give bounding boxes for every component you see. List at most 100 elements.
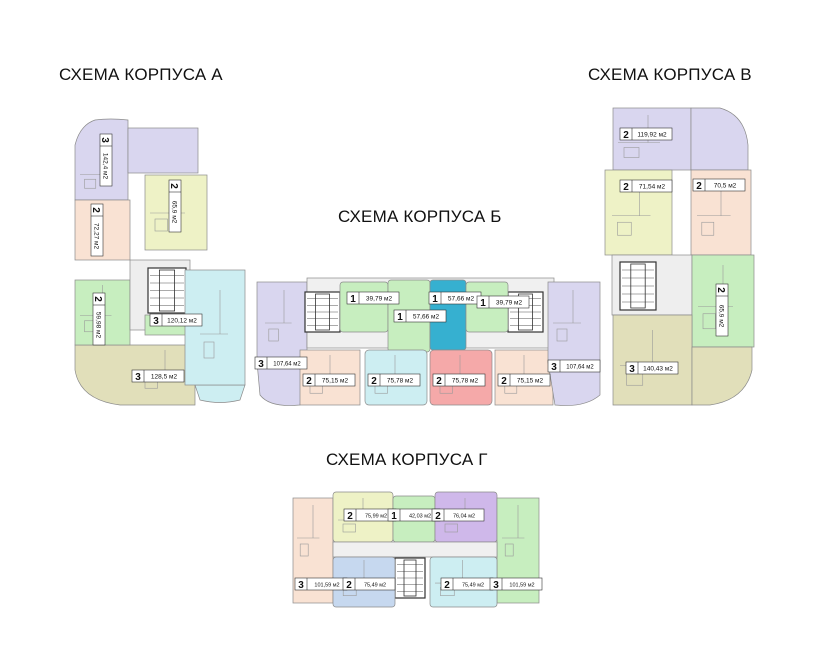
apartment-area: 57,66 м2 [448, 296, 475, 303]
apt-label-a-72[interactable]: 2 72,27 м2 [90, 203, 104, 257]
room-count: 2 [168, 183, 179, 189]
apt-label-a-128[interactable]: 3 128,5 м2 [131, 369, 185, 383]
title-korpus-b: СХЕМА КОРПУСА Б [338, 207, 502, 226]
apartment-area: 57,66 м2 [413, 314, 440, 321]
room-count: 3 [258, 359, 264, 370]
apartment-area: 39,79 м2 [496, 300, 523, 307]
apt-label-a-120[interactable]: 3 120,12 м2 [149, 313, 203, 327]
apt-label-b-107-east[interactable]: 3 107,64 м2 [547, 359, 601, 373]
apartment-area: 72,27 м2 [93, 223, 100, 250]
apt-label-b-39-west[interactable]: 1 39,79 м2 [346, 291, 400, 305]
room-count: 2 [501, 376, 507, 387]
apt-zone-b-107-east-b [547, 361, 601, 406]
apartment-area: 59,98 м2 [95, 312, 102, 339]
room-count: 2 [92, 296, 103, 302]
room-count: 1 [350, 294, 356, 305]
wall-lines [553, 290, 581, 342]
room-count: 3 [153, 316, 159, 327]
room-count: 1 [432, 294, 438, 305]
apt-zone-b-39-west [339, 281, 389, 333]
apt-zone-a-120-east [184, 269, 246, 386]
apt-label-b-75-1[interactable]: 2 75,15 м2 [302, 373, 356, 387]
title-korpus-a: СХЕМА КОРПУСА А [59, 65, 223, 84]
room-count: 1 [397, 312, 403, 323]
apt-label-b-57-east[interactable]: 1 57,66 м2 [428, 291, 482, 305]
apartment-area: 119,92 м2 [637, 132, 667, 139]
apt-zone-a-142-east [127, 127, 199, 174]
title-korpus-v: СХЕМА КОРПУСА В [588, 65, 752, 84]
apartment-area: 75,99 м2 [365, 514, 387, 520]
apt-label-b-57-center[interactable]: 1 57,66 м2 [393, 309, 447, 323]
wall-lines [200, 290, 228, 359]
room-count: 3 [629, 364, 635, 375]
room-count: 2 [90, 207, 101, 213]
apartment-area: 39,79 м2 [366, 296, 393, 303]
apartment-area: 107,64 м2 [273, 362, 301, 368]
stairwell-g [394, 557, 426, 599]
wall-lines [297, 505, 320, 557]
apartment-area: 140,43 м2 [643, 366, 673, 373]
room-count: 3 [493, 580, 499, 591]
apt-label-b-107-west[interactable]: 3 107,64 м2 [254, 356, 308, 370]
apt-label-v-140[interactable]: 3 140,43 м2 [625, 361, 679, 375]
apartment-area: 101,59 м2 [509, 583, 534, 589]
room-count: 3 [135, 372, 141, 383]
apt-label-a-142[interactable]: 3 142,4 м2 [99, 133, 113, 187]
room-count: 2 [306, 376, 312, 387]
balcony-a [194, 384, 246, 403]
apt-label-g-75-se[interactable]: 2 75,49 м2 [440, 577, 494, 591]
apt-label-v-70[interactable]: 2 70,5 м2 [692, 178, 746, 192]
apt-label-b-75-3[interactable]: 2 75,78 м2 [432, 373, 486, 387]
room-count: 3 [298, 580, 304, 591]
apt-label-a-59[interactable]: 2 59,98 м2 [92, 292, 106, 346]
apt-label-v-65[interactable]: 265,9 м2 [715, 283, 729, 337]
apartment-area: 128,5 м2 [151, 374, 178, 381]
apartment-area: 75,15 м2 [517, 378, 544, 385]
apt-label-a-65[interactable]: 2 65,9 м2 [168, 179, 182, 233]
apartment-area: 120,12 м2 [167, 318, 197, 325]
apartment-area: 75,78 м2 [387, 378, 414, 385]
apartment-area: 42,03 м2 [409, 514, 431, 520]
room-count: 2 [346, 580, 352, 591]
stairwell-a [147, 267, 187, 314]
apt-label-b-39-east[interactable]: 1 39,79 м2 [476, 295, 530, 309]
room-count: 2 [444, 580, 450, 591]
stairwell-b-west [304, 291, 341, 333]
room-count: 3 [551, 362, 557, 373]
room-count: 2 [435, 511, 441, 522]
room-count: 2 [696, 181, 702, 192]
apt-label-b-75-4[interactable]: 2 75,15 м2 [497, 373, 551, 387]
room-count: 1 [480, 298, 486, 309]
apartment-area: 76,04 м2 [453, 514, 475, 520]
apartment-area: 71,54 м2 [639, 184, 666, 191]
apt-label-g-76[interactable]: 2 76,04 м2 [431, 508, 485, 522]
room-count: 2 [715, 287, 726, 293]
apartment-area: 107,64 м2 [566, 365, 594, 371]
stairwell-v [619, 261, 657, 311]
apt-label-b-75-2[interactable]: 2 75,78 м2 [367, 373, 421, 387]
apartment-area: 75,78 м2 [452, 378, 479, 385]
wall-lines [265, 290, 292, 342]
apartment-area: 101,59 м2 [314, 583, 339, 589]
apt-label-g-101-east[interactable]: 3 101,59 м2 [489, 577, 543, 591]
apt-label-g-75-sw[interactable]: 2 75,49 м2 [342, 577, 396, 591]
title-korpus-g: СХЕМА КОРПУСА Г [326, 450, 488, 469]
apartment-area: 75,49 м2 [462, 583, 484, 589]
room-count: 2 [371, 376, 377, 387]
apartment-area: 70,5 м2 [714, 183, 737, 190]
apt-label-g-42[interactable]: 1 42,03 м2 [387, 508, 441, 522]
apt-label-g-101-west[interactable]: 3 101,59 м2 [294, 577, 348, 591]
apartment-area: 65,9 м2 [171, 201, 178, 224]
room-count: 2 [436, 376, 442, 387]
apartment-area: 142,4 м2 [102, 153, 109, 180]
apartment-area: 75,15 м2 [322, 378, 349, 385]
apartment-area: 75,49 м2 [364, 583, 386, 589]
apt-zone-v-140-east [691, 346, 753, 406]
room-count: 3 [99, 137, 110, 143]
room-count: 1 [391, 511, 397, 522]
apt-zone-g-corridor [332, 541, 498, 558]
